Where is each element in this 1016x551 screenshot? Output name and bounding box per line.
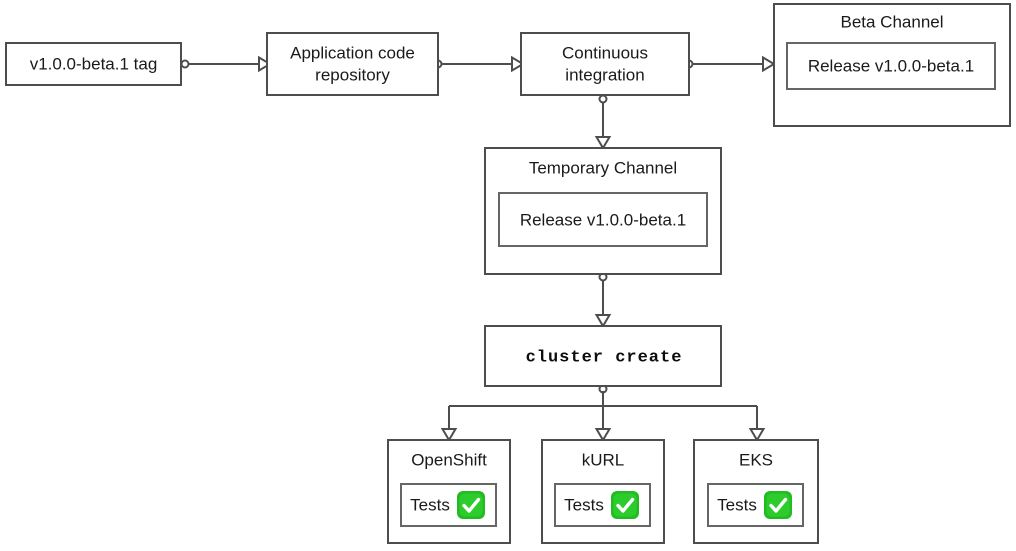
green-check-icon [457, 491, 485, 519]
openshift-title: OpenShift [411, 450, 487, 469]
node-cluster-create[interactable]: cluster create [484, 325, 722, 387]
beta-channel-release-box[interactable]: Release v1.0.0-beta.1 [786, 42, 996, 90]
node-kurl[interactable]: kURL Tests [541, 439, 665, 544]
kurl-title: kURL [582, 450, 625, 469]
node-repo-label-line2: repository [315, 65, 390, 84]
temporary-channel-title: Temporary Channel [529, 158, 677, 177]
node-tag-label: v1.0.0-beta.1 tag [30, 54, 158, 73]
green-check-icon [611, 491, 639, 519]
eks-tests-box[interactable]: Tests [707, 483, 804, 527]
node-tag[interactable]: v1.0.0-beta.1 tag [5, 42, 182, 86]
openshift-tests-box[interactable]: Tests [400, 483, 497, 527]
kurl-tests-label: Tests [564, 495, 604, 514]
node-repo-label-line1: Application code [290, 43, 415, 62]
green-check-icon [764, 491, 792, 519]
node-application-code-repository[interactable]: Application code repository [266, 32, 439, 96]
openshift-tests-label: Tests [410, 495, 450, 514]
edge-repo-to-ci [433, 55, 525, 73]
cluster-create-label: cluster create [526, 348, 683, 367]
edge-tag-to-repo [180, 55, 272, 73]
kurl-tests-box[interactable]: Tests [554, 483, 651, 527]
node-openshift[interactable]: OpenShift Tests [387, 439, 511, 544]
node-continuous-integration[interactable]: Continuous integration [520, 32, 690, 96]
node-eks[interactable]: EKS Tests [693, 439, 819, 544]
edge-ci-to-beta-channel [684, 55, 776, 73]
beta-channel-title: Beta Channel [840, 12, 943, 31]
temporary-channel-release-box[interactable]: Release v1.0.0-beta.1 [498, 192, 708, 247]
node-ci-label-line2: integration [565, 65, 644, 84]
edge-ci-to-temporary-channel [594, 94, 612, 150]
beta-channel-release-label: Release v1.0.0-beta.1 [808, 56, 974, 75]
eks-tests-label: Tests [717, 495, 757, 514]
edge-temporary-channel-to-cluster-create [594, 272, 612, 328]
eks-title: EKS [739, 450, 773, 469]
temporary-channel-release-label: Release v1.0.0-beta.1 [520, 210, 686, 229]
node-temporary-channel[interactable]: Temporary Channel Release v1.0.0-beta.1 [484, 147, 722, 275]
edge-cluster-create-to-platforms [440, 384, 766, 442]
node-beta-channel[interactable]: Beta Channel Release v1.0.0-beta.1 [773, 3, 1011, 127]
node-ci-label-line1: Continuous [562, 43, 648, 62]
